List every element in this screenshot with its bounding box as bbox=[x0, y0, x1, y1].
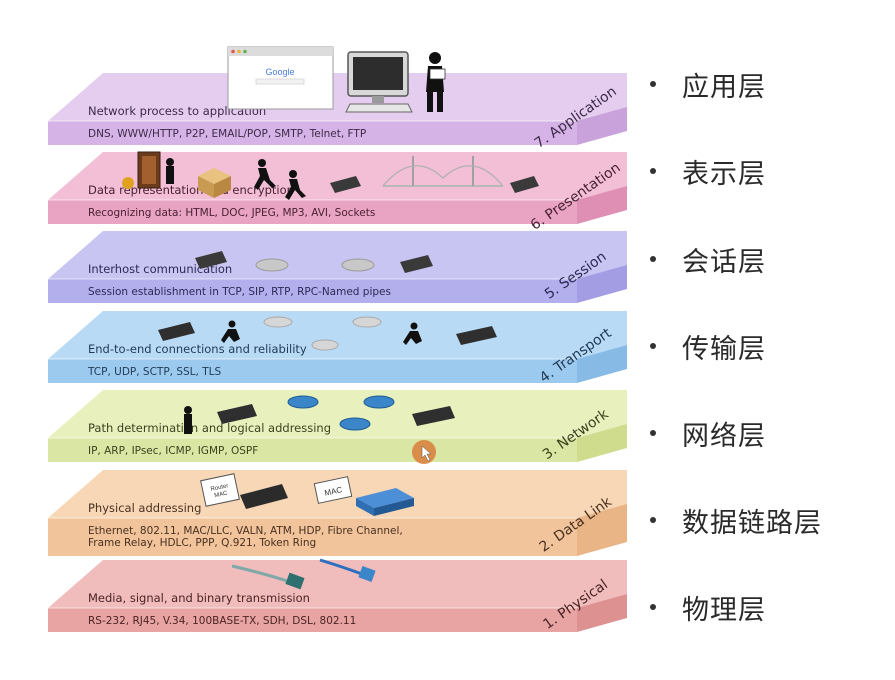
layer-top-face bbox=[48, 560, 627, 608]
chinese-layer-label: 应用层 bbox=[682, 71, 766, 103]
layer-side-face bbox=[577, 186, 627, 224]
layer-title: Media, signal, and binary transmission bbox=[88, 591, 310, 605]
layer-1: Media, signal, and binary transmissionRS… bbox=[48, 560, 627, 633]
layer-title: Path determination and logical addressin… bbox=[88, 421, 331, 435]
network-devices-icon bbox=[184, 404, 455, 434]
layer-protocols: Recognizing data: HTML, DOC, JPEG, MP3, … bbox=[88, 207, 375, 219]
package-icon bbox=[198, 168, 231, 198]
layer-title: Physical addressing bbox=[88, 501, 201, 515]
layer-protocols: IP, ARP, IPsec, ICMP, IGMP, OSPF bbox=[88, 445, 258, 457]
chinese-layer-label: 传输层 bbox=[682, 333, 766, 365]
bullet-icon bbox=[650, 430, 656, 436]
router-disc-icon bbox=[255, 258, 395, 431]
mac-tag: MAC bbox=[324, 485, 343, 498]
doorway-person-icon bbox=[122, 151, 174, 189]
layer-title: Network process to application bbox=[88, 104, 266, 118]
cursor-icon bbox=[412, 440, 436, 464]
layer-protocols: RS-232, RJ45, V.34, 100BASE-TX, SDH, DSL… bbox=[88, 615, 356, 627]
layer-4: End-to-end connections and reliabilityTC… bbox=[48, 311, 627, 386]
layer-front-face bbox=[48, 279, 577, 303]
chinese-layer-item: 传输层 bbox=[650, 326, 766, 366]
layer-side-face bbox=[577, 265, 627, 303]
layer-front-face bbox=[48, 121, 577, 145]
layer-title: End-to-end connections and reliability bbox=[88, 342, 307, 356]
layer-top-face bbox=[48, 152, 627, 200]
router-mac-tag: RouterMAC bbox=[210, 483, 230, 499]
layer-side-face bbox=[577, 504, 627, 556]
layer-3: Path determination and logical addressin… bbox=[48, 390, 627, 463]
layer-protocols: Ethernet, 802.11, MAC/LLC, VALN, ATM, HD… bbox=[88, 525, 403, 537]
layer-protocols: DNS, WWW/HTTP, P2P, EMAIL/POP, SMTP, Tel… bbox=[88, 128, 366, 140]
chinese-layer-label: 网络层 bbox=[682, 420, 766, 452]
transport-routers-icon bbox=[158, 320, 497, 345]
layer-top-face bbox=[48, 73, 627, 121]
bridge-icon bbox=[382, 156, 504, 187]
layer-protocols: TCP, UDP, SCTP, SSL, TLS bbox=[87, 366, 221, 378]
chinese-layer-label: 会话层 bbox=[682, 246, 766, 278]
chinese-layer-label: 表示层 bbox=[682, 158, 766, 190]
layer-6: Data representation and encryptionRecogn… bbox=[48, 152, 627, 234]
layer-side-face bbox=[577, 107, 627, 145]
layer-front-face bbox=[48, 438, 577, 462]
layer-protocols: Frame Relay, HDLC, PPP, Q.921, Token Rin… bbox=[88, 537, 316, 549]
layer-top-face bbox=[48, 231, 627, 279]
switch-icon bbox=[356, 488, 414, 516]
layer-side-face bbox=[577, 345, 627, 383]
wireless-router-icon bbox=[195, 176, 539, 273]
chinese-layer-item: 会话层 bbox=[650, 239, 766, 279]
chinese-layer-item: 物理层 bbox=[650, 587, 766, 627]
datalink-router-icon: RouterMAC MAC bbox=[200, 473, 353, 509]
layer-side-face bbox=[577, 594, 627, 632]
layer-top-face bbox=[48, 311, 627, 359]
running-person-icon bbox=[254, 159, 306, 200]
layer-front-face bbox=[48, 608, 577, 632]
fiber-cable-icon bbox=[231, 564, 305, 590]
browser-window-icon: Google bbox=[227, 46, 334, 110]
bullet-icon bbox=[650, 604, 656, 610]
chinese-layer-item: 网络层 bbox=[650, 413, 766, 453]
layer-title: Interhost communication bbox=[88, 262, 232, 276]
bullet-icon bbox=[650, 81, 656, 87]
chinese-layer-item: 应用层 bbox=[650, 64, 766, 104]
chinese-layer-item: 数据链路层 bbox=[650, 500, 822, 540]
ethernet-cable-icon bbox=[319, 558, 376, 583]
layer-front-face bbox=[48, 200, 577, 224]
bullet-icon bbox=[650, 517, 656, 523]
browser-logo: Google bbox=[265, 67, 294, 77]
layer-side-face bbox=[577, 424, 627, 462]
layer-top-face bbox=[48, 390, 627, 438]
layer-front-face bbox=[48, 518, 577, 556]
chinese-layer-list: 应用层表示层会话层传输层网络层数据链路层物理层 bbox=[650, 0, 890, 680]
chinese-layer-item: 表示层 bbox=[650, 151, 766, 191]
bullet-icon bbox=[650, 168, 656, 174]
bullet-icon bbox=[650, 343, 656, 349]
chinese-layer-label: 物理层 bbox=[682, 594, 766, 626]
chinese-layer-label: 数据链路层 bbox=[682, 507, 822, 539]
bullet-icon bbox=[650, 256, 656, 262]
layer-protocols: Session establishment in TCP, SIP, RTP, … bbox=[88, 286, 391, 298]
layer-illustrations: Google bbox=[122, 46, 539, 590]
desktop-computer-icon bbox=[345, 51, 413, 113]
layer-front-face bbox=[48, 359, 577, 383]
layer-title: Data representation and encryption bbox=[88, 183, 294, 197]
person-envelope-icon bbox=[426, 52, 446, 112]
